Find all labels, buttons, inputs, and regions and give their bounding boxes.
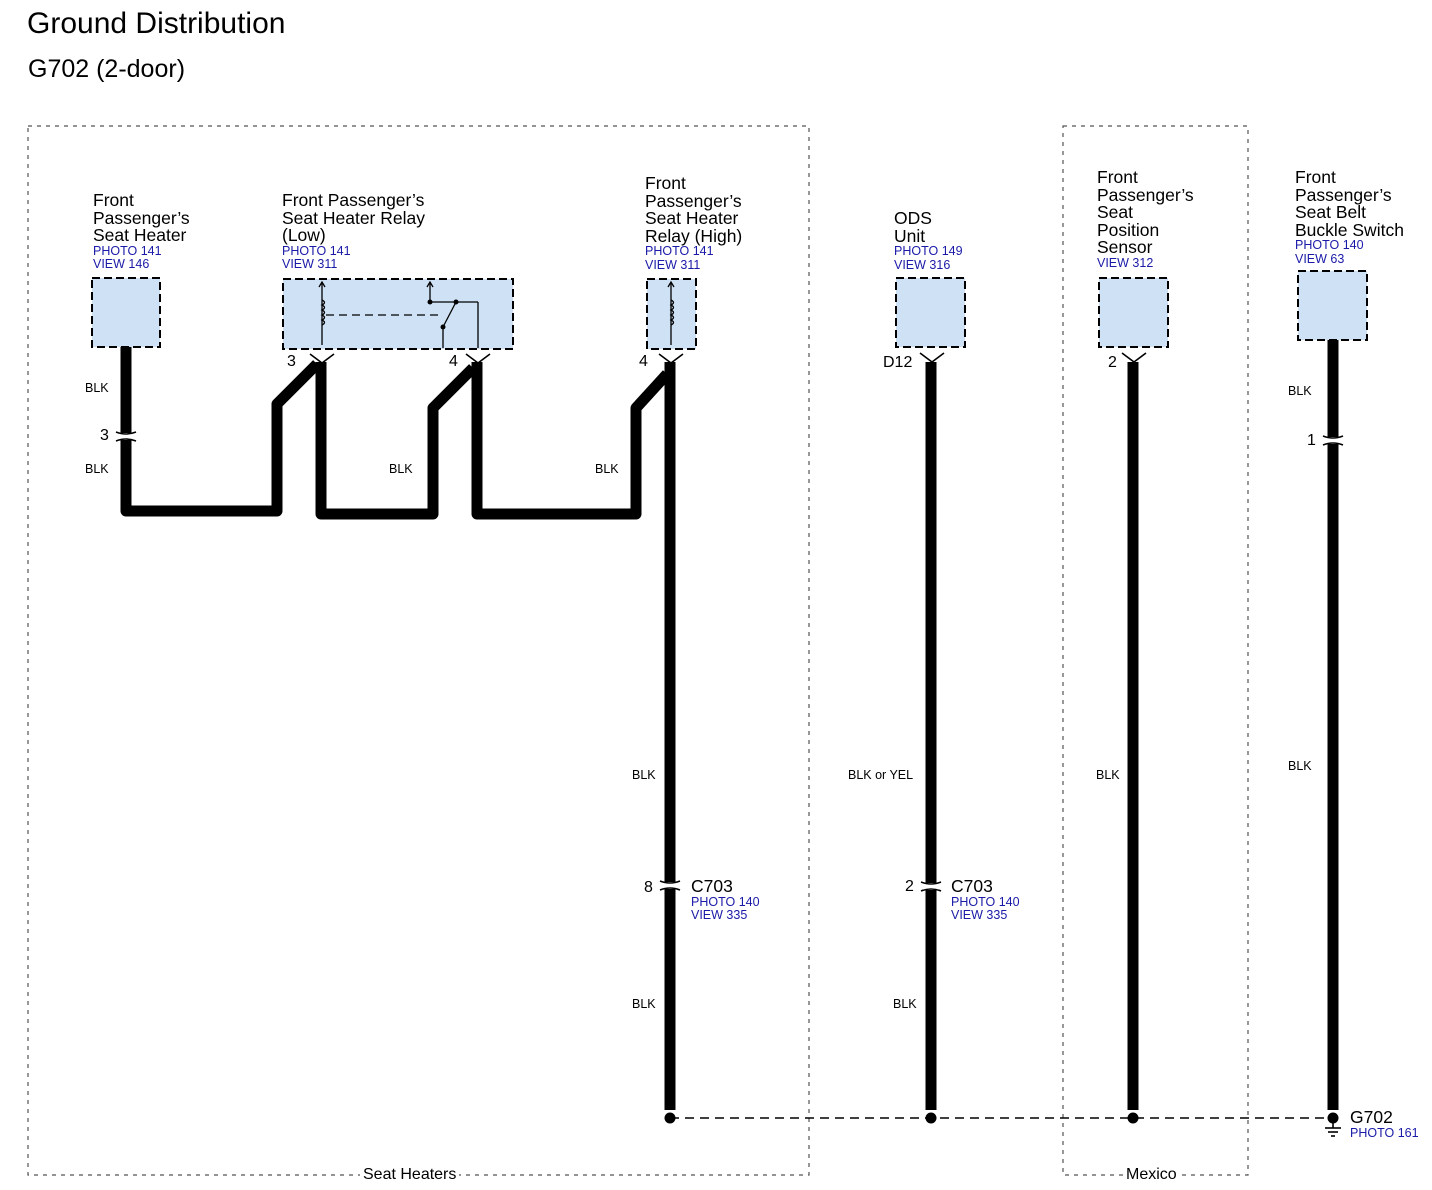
wire-color-label: BLK	[632, 768, 656, 782]
relay-high-view-link[interactable]: VIEW 311	[645, 257, 701, 272]
wire-color-label: BLK	[1288, 759, 1312, 773]
seat-heater-pin-3: 3	[100, 427, 109, 444]
relay-low-box	[282, 278, 514, 350]
splice-dots	[664, 1112, 1339, 1124]
c703-b-photo-link[interactable]: PHOTO 140	[951, 894, 1020, 909]
relay-low-label: Front Passenger’s Seat Heater Relay (Low…	[282, 190, 425, 271]
ground-name: G702	[1350, 1107, 1393, 1127]
c703-a-label: C703 PHOTO 140 VIEW 335	[691, 876, 760, 922]
buckle-switch-photo-link[interactable]: PHOTO 140	[1295, 238, 1364, 252]
wires	[120, 340, 1339, 1110]
buckle-switch-label: Front Passenger’s Seat Belt Buckle Switc…	[1295, 167, 1404, 266]
c703-b-label: C703 PHOTO 140 VIEW 335	[951, 876, 1020, 922]
seat-heater-box	[91, 277, 161, 348]
c703-a-photo-link[interactable]: PHOTO 140	[691, 894, 760, 909]
wire-color-label: BLK	[389, 462, 413, 476]
ods-photo-link[interactable]: PHOTO 149	[894, 244, 963, 258]
buckle-switch-pin-1: 1	[1307, 432, 1316, 449]
c703-a-view-link[interactable]: VIEW 335	[691, 908, 748, 922]
seat-heater-view-link[interactable]: VIEW 146	[93, 257, 150, 271]
pin-markers	[309, 352, 1147, 364]
buckle-switch-view-link[interactable]: VIEW 63	[1295, 251, 1345, 266]
page-subtitle: G702 (2-door)	[28, 55, 186, 83]
relay-high-internals	[667, 280, 675, 345]
wire-relay-low-4	[471, 362, 672, 520]
ground-photo-link[interactable]: PHOTO 161	[1350, 1125, 1419, 1140]
c703-pin-2: 2	[905, 878, 914, 895]
relay-high-photo-link[interactable]: PHOTO 141	[645, 244, 714, 258]
relay-low-view-link[interactable]: VIEW 311	[282, 257, 338, 271]
wire-color-label: BLK	[85, 381, 109, 395]
seat-heater-photo-link[interactable]: PHOTO 141	[93, 243, 162, 258]
wire-relay-low-3	[315, 362, 477, 520]
relay-low-photo-link[interactable]: PHOTO 141	[282, 243, 351, 258]
wire-seat-heater	[120, 347, 321, 517]
wire-color-label: BLK or YEL	[848, 768, 914, 782]
ods-view-link[interactable]: VIEW 316	[894, 257, 951, 272]
ods-pin-d12: D12	[883, 354, 913, 371]
region-label-mexico: Mexico	[1123, 1167, 1180, 1183]
relay-low-pin-4: 4	[449, 353, 458, 370]
wire-color-label: BLK	[595, 462, 619, 476]
c703-b-view-link[interactable]: VIEW 335	[951, 908, 1008, 922]
seat-position-label: Front Passenger’s Seat Position Sensor V…	[1097, 167, 1194, 270]
page-title: Ground Distribution	[27, 7, 286, 40]
ods-box	[895, 277, 966, 348]
relay-low-internals	[318, 280, 479, 348]
wire-color-label: BLK	[1096, 768, 1120, 782]
region-seat-heaters	[27, 125, 810, 1176]
wire-color-label: BLK	[85, 462, 109, 476]
buckle-switch-box	[1297, 270, 1368, 341]
seat-heater-label: Front Passenger’s Seat Heater PHOTO 141 …	[93, 190, 190, 271]
relay-low-pin-3: 3	[287, 353, 296, 370]
relay-high-pin-4: 4	[639, 353, 648, 370]
seat-position-box	[1098, 277, 1169, 348]
seat-position-view-link[interactable]: VIEW 312	[1097, 255, 1154, 270]
ground-label: G702 PHOTO 161	[1350, 1107, 1419, 1140]
ods-label: ODS Unit PHOTO 149 VIEW 316	[894, 208, 963, 272]
inline-connectors	[115, 431, 1344, 892]
relay-high-label: Front Passenger’s Seat Heater Relay (Hig…	[645, 173, 743, 272]
region-label-seat-heaters: Seat Heaters	[360, 1167, 460, 1183]
seat-position-pin-2: 2	[1108, 354, 1117, 371]
c703-pin-8: 8	[644, 879, 653, 896]
wire-color-label: BLK	[632, 997, 656, 1011]
wire-color-label: BLK	[893, 997, 917, 1011]
ground-symbol-icon	[1325, 1123, 1341, 1137]
wire-color-label: BLK	[1288, 384, 1312, 398]
